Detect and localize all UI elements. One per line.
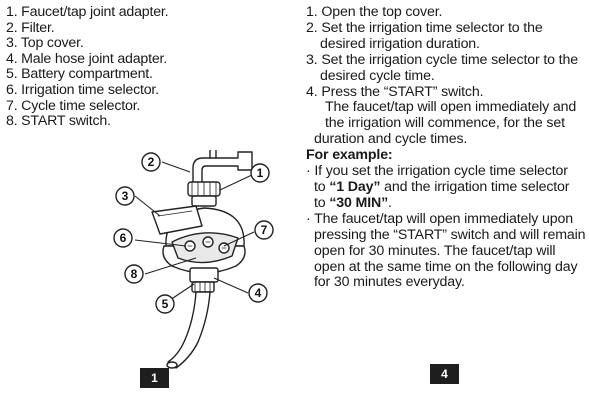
timer-diagram: 1 2 3 4 5 6 7 8 <box>113 150 274 369</box>
example-2-cont: pressing the “START” switch and will rem… <box>314 226 586 243</box>
example-1: · If you set the irrigation cycle time s… <box>306 163 568 180</box>
callout-number: 6 <box>120 231 127 245</box>
list-item: 1. Faucet/tap joint adapter. <box>6 4 169 20</box>
callout-circle-1 <box>250 163 270 183</box>
callout-number: 3 <box>122 189 129 203</box>
step-4: 4. Press the “START” switch. <box>306 83 484 100</box>
callout-number: 4 <box>255 286 262 300</box>
step-2: 2. Set the irrigation time selector to t… <box>306 19 543 36</box>
callout-circle-6 <box>113 228 133 248</box>
example-heading: For example: <box>306 147 393 164</box>
page-number-left: 1 <box>140 368 169 388</box>
callout-number: 1 <box>257 166 264 180</box>
list-item: 8. START switch. <box>6 113 111 130</box>
callout-circle-3 <box>115 186 135 206</box>
callout-number: 7 <box>261 223 268 237</box>
example-1-cont: to “30 MIN”. <box>314 194 392 211</box>
example-2-cont: open at the same time on the following d… <box>314 258 578 275</box>
list-item: 5. Battery compartment. <box>6 66 153 83</box>
callout-number: 5 <box>162 297 169 311</box>
callout-circle-5 <box>155 294 175 314</box>
callout-number: 8 <box>131 267 138 281</box>
list-item: 6. Irrigation time selector. <box>6 81 159 98</box>
parts-list: 1. Faucet/tap joint adapter. 2. Filter. … <box>6 4 169 130</box>
step-4-detail: duration and cycle times. <box>314 131 468 148</box>
callout-circle-8 <box>124 264 144 284</box>
example-1-cont: to “1 Day” and the irrigation time selec… <box>314 178 570 195</box>
step-4-detail: The faucet/tap will open immediately and <box>325 99 577 116</box>
callout-circle-4 <box>248 283 268 303</box>
list-item: 7. Cycle time selector. <box>6 97 141 114</box>
callout-circle-2 <box>141 152 161 172</box>
step-3: 3. Set the irrigation cycle time selecto… <box>306 51 578 68</box>
page-number-right: 4 <box>430 364 459 384</box>
callout-number: 2 <box>148 155 155 169</box>
value-30-min: “30 MIN” <box>329 194 389 211</box>
example-2-cont: open for 30 minutes. The faucet/tap will <box>314 242 556 259</box>
example-2-cont: for 30 minutes everyday. <box>314 274 465 291</box>
list-item: 2. Filter. <box>6 19 55 36</box>
value-1-day: “1 Day” <box>329 178 381 195</box>
callout-circle-7 <box>254 220 274 240</box>
list-item: 3. Top cover. <box>6 35 84 52</box>
instructions: 1. Open the top cover. 2. Set the irriga… <box>306 4 587 291</box>
step-1: 1. Open the top cover. <box>306 4 443 20</box>
list-item: 4. Male hose joint adapter. <box>6 50 168 67</box>
example-2: · The faucet/tap will open immediately u… <box>306 210 573 227</box>
step-2-cont: desired irrigation duration. <box>320 35 480 52</box>
step-4-detail: the irrigation will commence, for the se… <box>325 115 565 132</box>
step-3-cont: desired cycle time. <box>320 67 435 84</box>
